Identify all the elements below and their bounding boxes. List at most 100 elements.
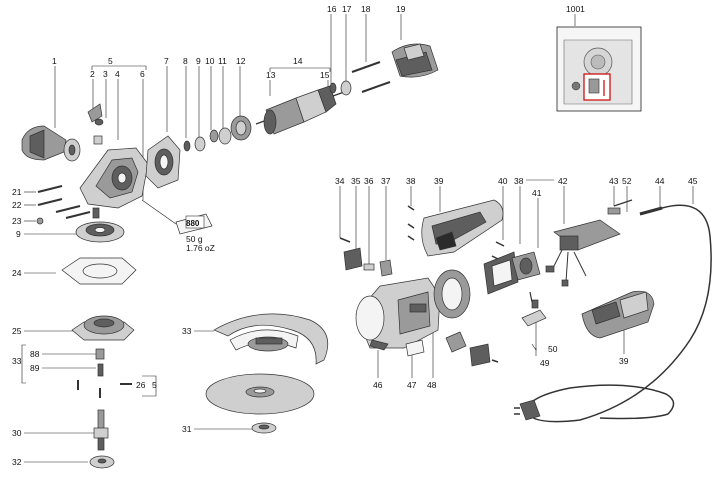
label-89: 89 bbox=[30, 363, 40, 373]
part-89 bbox=[97, 363, 104, 377]
grease-tube: 880 50 g 1.76 oZ bbox=[175, 213, 215, 253]
gear-housing bbox=[79, 147, 149, 209]
label-39: 39 bbox=[434, 176, 444, 186]
label-13: 13 bbox=[266, 70, 276, 80]
label-4: 4 bbox=[115, 69, 120, 79]
label-15: 15 bbox=[320, 70, 330, 80]
brush-ring-40 bbox=[483, 251, 519, 295]
ring-48 bbox=[433, 269, 471, 319]
label-24: 24 bbox=[12, 268, 22, 278]
callout-group-top-left: 1 5 2 3 4 6 7 8 9 10 11 12 bbox=[52, 56, 246, 200]
fan bbox=[230, 115, 252, 141]
callout-group-guard: 33 31 bbox=[182, 326, 254, 434]
washer bbox=[209, 129, 219, 143]
label-18: 18 bbox=[361, 4, 371, 14]
bearing-flange-25 bbox=[71, 315, 135, 341]
label-40: 40 bbox=[498, 176, 508, 186]
motor-housing bbox=[355, 277, 441, 351]
screw bbox=[351, 61, 381, 73]
label-16: 16 bbox=[327, 4, 337, 14]
label-1: 1 bbox=[52, 56, 57, 66]
switch-cover bbox=[469, 343, 491, 367]
spindle-lock-button bbox=[87, 103, 103, 123]
label-88: 88 bbox=[30, 349, 40, 359]
label-36: 36 bbox=[364, 176, 374, 186]
spindle-30 bbox=[93, 409, 109, 451]
label-14: 14 bbox=[293, 56, 303, 66]
label-21: 21 bbox=[12, 187, 22, 197]
bearing-cap bbox=[340, 80, 352, 96]
label-38b: 38 bbox=[514, 176, 524, 186]
grease-weight-g: 50 g bbox=[186, 234, 203, 244]
label-12: 12 bbox=[236, 56, 246, 66]
label-38: 38 bbox=[406, 176, 416, 186]
stator-field bbox=[391, 43, 439, 78]
label-1001: 1001 bbox=[566, 4, 585, 14]
label-8: 8 bbox=[183, 56, 188, 66]
label-44: 44 bbox=[655, 176, 665, 186]
grease-code: 880 bbox=[186, 219, 200, 228]
label-3: 3 bbox=[103, 69, 108, 79]
label-43: 43 bbox=[609, 176, 619, 186]
screw bbox=[491, 359, 499, 363]
label-52: 52 bbox=[622, 176, 632, 186]
label-34: 34 bbox=[335, 176, 345, 186]
clamping-nut-31 bbox=[251, 422, 277, 434]
label-5: 5 bbox=[108, 56, 113, 66]
label-5b: 5 bbox=[152, 380, 157, 390]
label-2: 2 bbox=[90, 69, 95, 79]
brush-plate-41 bbox=[511, 251, 541, 281]
label-33b: 33 bbox=[182, 326, 192, 336]
label-32: 32 bbox=[12, 457, 22, 467]
clip bbox=[445, 331, 467, 353]
spring bbox=[94, 118, 104, 126]
label-22: 22 bbox=[12, 200, 22, 210]
label-46: 46 bbox=[373, 380, 383, 390]
bearing bbox=[194, 136, 206, 152]
bushing bbox=[93, 135, 103, 145]
gasket-24 bbox=[61, 257, 137, 285]
grease-weight-oz: 1.76 oZ bbox=[186, 243, 215, 253]
handle-shell-upper bbox=[421, 199, 504, 257]
callout-group-left-column: 21 22 23 9 24 25 33 88 89 26 5 30 32 bbox=[12, 187, 157, 467]
armature-bearing bbox=[329, 82, 337, 94]
callout-group-armature: 14 13 15 16 17 18 19 bbox=[266, 4, 406, 96]
label-10: 10 bbox=[205, 56, 215, 66]
plate-47 bbox=[405, 339, 425, 357]
label-41: 41 bbox=[532, 188, 542, 198]
nut bbox=[183, 140, 191, 152]
fasteners-left bbox=[36, 185, 100, 225]
armature bbox=[255, 85, 345, 135]
side-handle bbox=[21, 125, 81, 162]
cable-clamp-43 bbox=[607, 199, 633, 215]
label-30: 30 bbox=[12, 428, 22, 438]
bearing-flange bbox=[145, 135, 181, 189]
part-49-50 bbox=[521, 291, 547, 327]
label-6: 6 bbox=[140, 69, 145, 79]
inset-1001: 1001 bbox=[556, 4, 642, 112]
ball-bearing bbox=[218, 127, 232, 145]
label-7: 7 bbox=[164, 56, 169, 66]
label-48: 48 bbox=[427, 380, 437, 390]
label-26: 26 bbox=[136, 380, 146, 390]
part-88 bbox=[95, 348, 105, 360]
label-45: 45 bbox=[688, 176, 698, 186]
label-31: 31 bbox=[182, 424, 192, 434]
label-9b: 9 bbox=[16, 229, 21, 239]
small-parts-upper bbox=[339, 205, 505, 277]
screw bbox=[361, 81, 391, 93]
label-11: 11 bbox=[218, 56, 227, 66]
label-9: 9 bbox=[196, 56, 201, 66]
label-42: 42 bbox=[558, 176, 568, 186]
grinding-disc bbox=[205, 373, 315, 415]
label-37: 37 bbox=[381, 176, 391, 186]
power-cord bbox=[514, 204, 712, 423]
label-50: 50 bbox=[548, 344, 558, 354]
bearing-flange-9 bbox=[75, 221, 125, 243]
label-23: 23 bbox=[12, 216, 22, 226]
label-19: 19 bbox=[396, 4, 406, 14]
label-35: 35 bbox=[351, 176, 361, 186]
label-25: 25 bbox=[12, 326, 22, 336]
handle-shell-lower bbox=[581, 290, 655, 339]
